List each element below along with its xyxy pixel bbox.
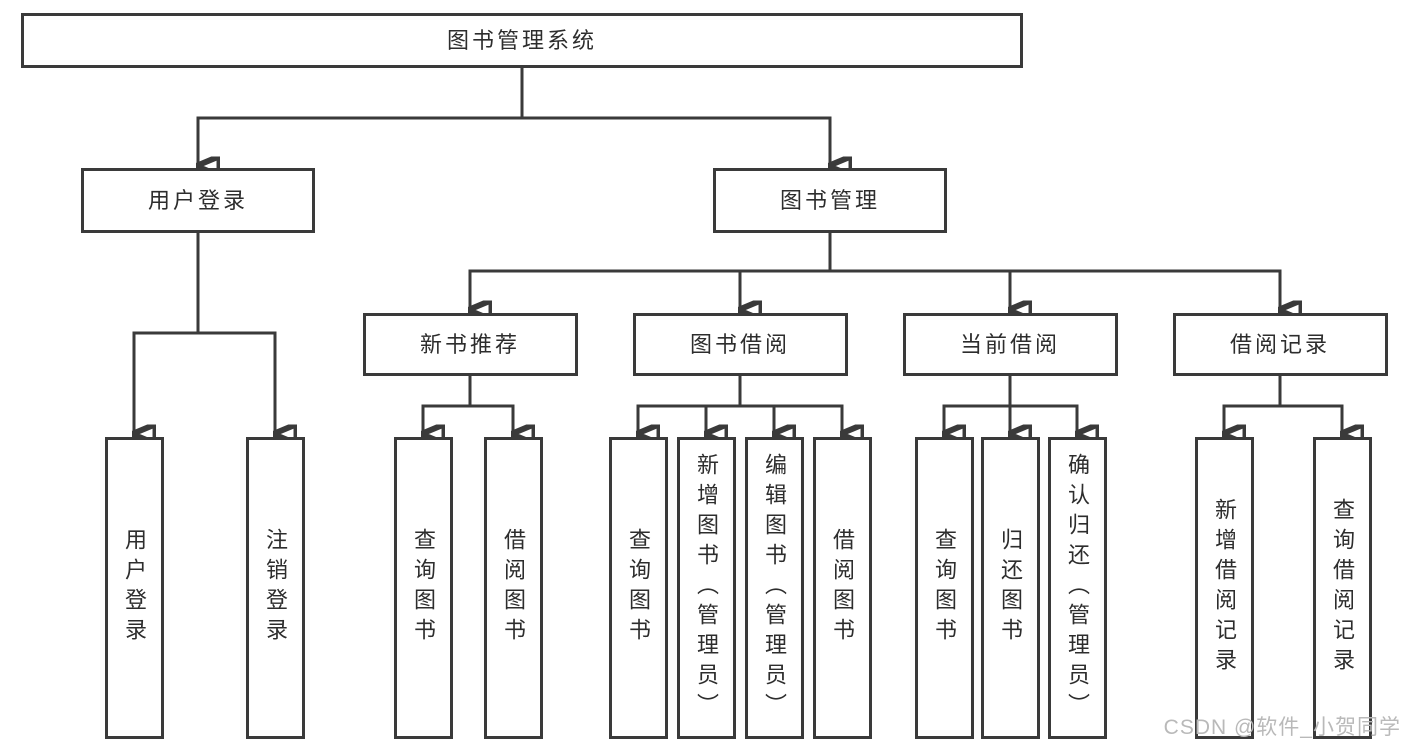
edges-borrowing-records (1223, 375, 1344, 434)
node-label: 当前借阅 (959, 331, 1060, 357)
node-label: 查询图书 (411, 528, 436, 648)
edges-user-login (133, 232, 277, 434)
node-query-books-recommend: 查询图书 (393, 437, 453, 739)
node-borrow-books-recommend: 借阅图书 (483, 437, 543, 739)
node-label: 用户登录 (122, 528, 147, 648)
node-label: 查询图书 (932, 528, 957, 648)
node-label: 图书管理系统 (446, 27, 597, 53)
node-book-management: 图书管理 (713, 168, 947, 233)
node-user-login: 用户登录 (81, 168, 315, 233)
node-return-book: 归还图书 (980, 437, 1040, 739)
node-label: 新增图书（管理员） (694, 453, 719, 723)
node-root-system: 图书管理系统 (21, 13, 1023, 68)
node-query-books-current: 查询图书 (914, 437, 974, 739)
node-current-borrowing: 当前借阅 (902, 313, 1118, 376)
node-add-book-admin: 新增图书（管理员） (676, 437, 736, 739)
node-borrow-books-borrowing: 借阅图书 (812, 437, 872, 739)
node-label: 确认归还（管理员） (1065, 453, 1090, 723)
node-borrowing-records: 借阅记录 (1172, 313, 1388, 376)
node-label: 借阅图书 (830, 528, 855, 648)
node-query-borrow-record: 查询借阅记录 (1312, 437, 1372, 739)
edges-new-book-recommend (422, 375, 515, 434)
node-label: 图书借阅 (689, 331, 790, 357)
node-label: 编辑图书（管理员） (762, 453, 787, 723)
node-label: 新增借阅记录 (1212, 498, 1237, 678)
node-label: 用户登录 (147, 187, 248, 213)
edges-root (197, 67, 832, 166)
node-label: 查询图书 (626, 528, 651, 648)
edges-current-borrowing (943, 375, 1079, 434)
edges-book-borrowing (637, 375, 844, 434)
node-edit-book-admin: 编辑图书（管理员） (744, 437, 804, 739)
edges-book-management (469, 232, 1282, 310)
node-label: 注销登录 (263, 528, 288, 648)
csdn-watermark: CSDN @软件_小贺同学 (1163, 716, 1401, 739)
node-label: 借阅记录 (1229, 331, 1330, 357)
node-confirm-return-admin: 确认归还（管理员） (1047, 437, 1107, 739)
node-label: 新书推荐 (419, 331, 520, 357)
node-label: 图书管理 (779, 187, 880, 213)
node-book-borrowing: 图书借阅 (632, 313, 848, 376)
node-label: 借阅图书 (501, 528, 526, 648)
node-new-book-recommend: 新书推荐 (362, 313, 578, 376)
node-query-books-borrowing: 查询图书 (608, 437, 668, 739)
node-label: 查询借阅记录 (1330, 498, 1355, 678)
node-add-borrow-record: 新增借阅记录 (1194, 437, 1254, 739)
node-label: 归还图书 (998, 528, 1023, 648)
node-logout-leaf: 注销登录 (245, 437, 305, 739)
node-user-login-leaf: 用户登录 (104, 437, 164, 739)
